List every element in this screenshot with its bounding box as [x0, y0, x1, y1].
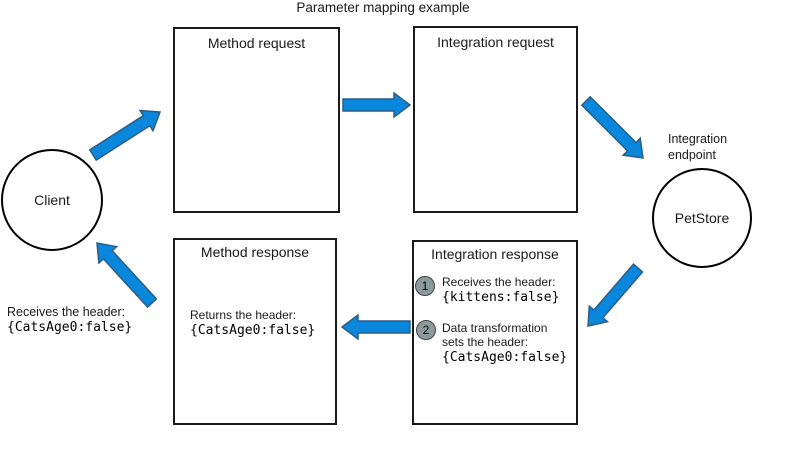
diagram-title: Parameter mapping example — [296, 0, 470, 15]
integration-response-title: Integration response — [431, 246, 559, 262]
integration-request-title: Integration request — [437, 34, 554, 50]
client-note-code: {CatsAge0:false} — [7, 320, 133, 335]
petstore-label: PetStore — [674, 210, 730, 226]
step-2-text: Data transformation sets the header: {Ca… — [442, 321, 567, 365]
arrow-integration-request-to-petstore — [580, 95, 644, 159]
arrow-petstore-to-integration-response — [587, 263, 644, 327]
integration-endpoint-caption-line2: endpoint — [668, 148, 716, 162]
client-node: Client — [1, 149, 103, 251]
arrow-method-response-to-client — [96, 242, 158, 309]
method-response-body-code: {CatsAge0:false} — [190, 323, 316, 338]
method-response-title: Method response — [200, 244, 310, 260]
method-response-body: Returns the header: {CatsAge0:false} — [190, 308, 315, 338]
arrow-integration-response-to-method-response — [340, 313, 411, 341]
arrow-client-to-method-request — [88, 109, 162, 162]
step-2-label-line1: Data transformation — [442, 321, 548, 335]
step-1-label: Receives the header: — [442, 275, 556, 289]
petstore-node: PetStore — [652, 168, 752, 268]
client-label: Client — [34, 192, 70, 208]
step-1-badge: 1 — [415, 276, 435, 296]
step-2-label-line2: sets the header: — [442, 335, 529, 349]
integration-response-box: Integration response 1 Receives the head… — [412, 240, 578, 425]
step-2-badge: 2 — [416, 320, 436, 340]
integration-endpoint-caption: Integration endpoint — [668, 131, 727, 163]
method-request-title: Method request — [207, 35, 306, 51]
client-note-label: Receives the header: — [7, 305, 126, 319]
step-2-code: {CatsAge0:false} — [442, 350, 568, 365]
step-1-code: {kittens:false} — [442, 290, 560, 305]
method-request-box: Method request — [173, 27, 340, 213]
integration-endpoint-caption-line1: Integration — [668, 132, 728, 146]
arrow-method-request-to-integration-request — [342, 91, 412, 119]
method-response-box: Method response Returns the header: {Cat… — [173, 238, 337, 425]
integration-request-box: Integration request — [413, 26, 578, 213]
step-1-text: Receives the header: {kittens:false} — [442, 275, 559, 305]
method-response-body-label: Returns the header: — [190, 308, 297, 322]
client-note: Receives the header: {CatsAge0:false} — [7, 305, 132, 335]
